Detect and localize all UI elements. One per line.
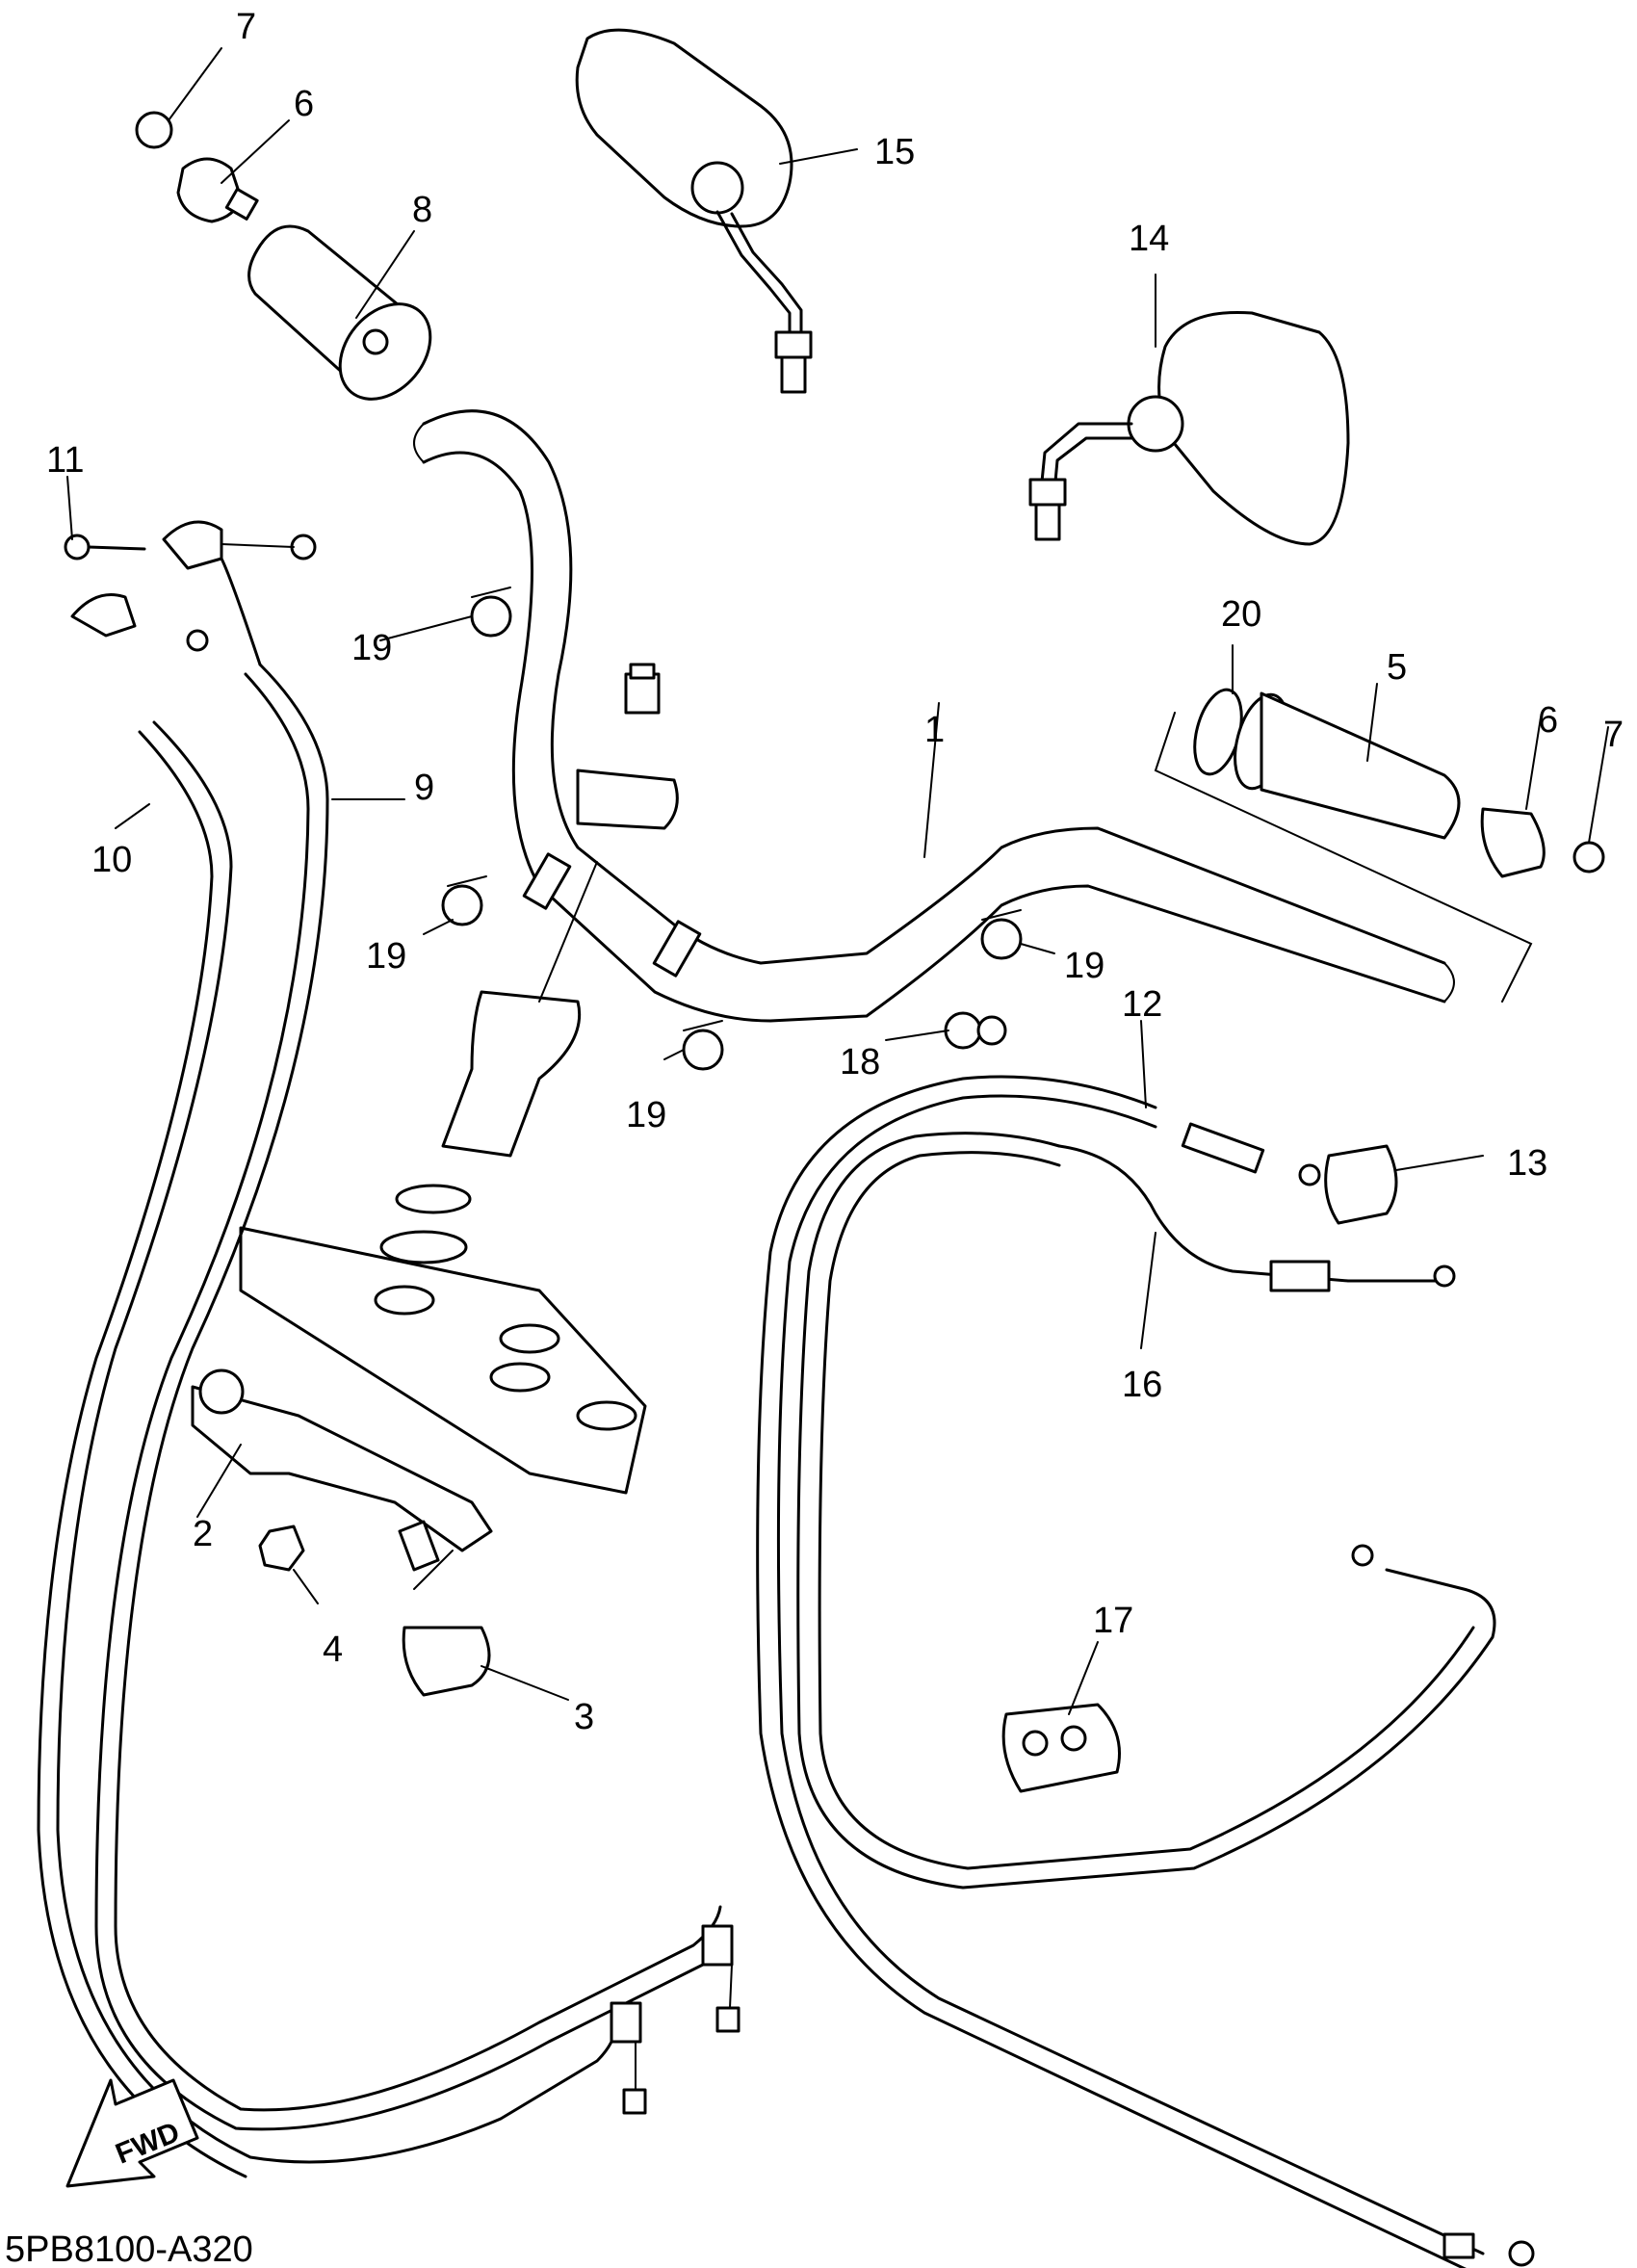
- callout-3: 3: [574, 1697, 594, 1737]
- callout-6b: 6: [1538, 700, 1558, 741]
- callout-19c: 19: [626, 1095, 666, 1135]
- callout-18: 18: [840, 1042, 880, 1082]
- diagram-code: 5PB8100-A320: [5, 2229, 253, 2268]
- callout-4: 4: [323, 1629, 343, 1670]
- cable-10: [37, 593, 618, 2178]
- cable-12: [756, 1075, 1485, 2268]
- callout-16: 16: [1122, 1365, 1162, 1405]
- clamp-19a: [470, 587, 512, 638]
- callout-17: 17: [1093, 1601, 1133, 1641]
- callout-5: 5: [1387, 647, 1407, 688]
- fwd-arrow: FWD: [65, 2078, 199, 2188]
- nut-4: [258, 1525, 305, 1572]
- grip-right-5: [1154, 688, 1605, 1003]
- callout-6: 6: [294, 84, 314, 124]
- callout-11: 11: [46, 440, 84, 481]
- callout-15: 15: [874, 132, 915, 172]
- callout-7: 7: [236, 7, 256, 47]
- cable-end-right: [1442, 2232, 1535, 2267]
- bracket-2: [191, 1369, 493, 1572]
- clamp-17: [1001, 1703, 1121, 1793]
- callout-19b: 19: [366, 936, 406, 977]
- callout-19: 19: [351, 628, 392, 668]
- callout-9: 9: [414, 768, 434, 808]
- clamp-19b: [441, 875, 487, 926]
- mirror-15: [575, 28, 813, 394]
- clamp-3: [402, 1626, 491, 1697]
- callout-10: 10: [91, 840, 132, 880]
- clamp-19d: [980, 909, 1023, 960]
- clamp-18: [944, 1011, 1007, 1050]
- callout-labels: 1 2 3 4 5 6 7 8 9 10 11 12 13 14 15 16 1…: [46, 7, 1624, 1737]
- leader-lines: [66, 47, 1609, 1715]
- clamp-19c: [682, 1020, 724, 1071]
- cable-ends-left: [610, 1924, 741, 2115]
- cable-9: [94, 537, 722, 2131]
- callout-14: 14: [1129, 219, 1169, 259]
- handlebar-1: [413, 409, 1455, 1023]
- bolt-11: [64, 520, 317, 652]
- callout-20: 20: [1221, 594, 1261, 635]
- cable-16: [796, 1132, 1496, 1890]
- grip-left-8: [135, 111, 432, 401]
- callout-19d: 19: [1064, 946, 1104, 986]
- callout-8: 8: [412, 190, 432, 230]
- handlebar-holder: [239, 663, 679, 1495]
- callout-7b: 7: [1603, 715, 1624, 755]
- callout-12: 12: [1122, 984, 1162, 1025]
- cable-adjuster-13: [1324, 1144, 1398, 1225]
- callout-1: 1: [924, 710, 945, 750]
- callout-2: 2: [193, 1514, 213, 1554]
- mirror-14: [1028, 310, 1350, 546]
- callout-13: 13: [1507, 1143, 1547, 1184]
